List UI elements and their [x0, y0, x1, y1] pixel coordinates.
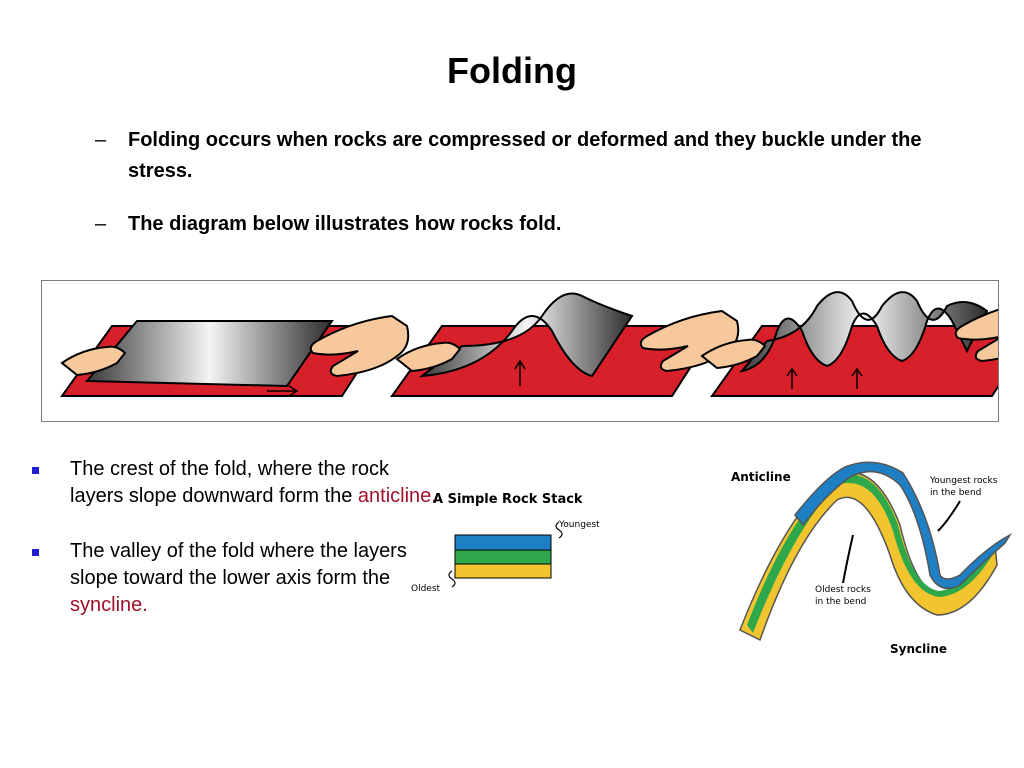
oldest-layer	[454, 563, 552, 579]
bullet-square-icon	[32, 467, 39, 474]
dash-item-text: The diagram below illustrates how rocks …	[128, 213, 562, 235]
youngest-arrow-icon	[937, 500, 961, 532]
folding-sequence-graphic	[60, 291, 998, 397]
arrow-icon	[267, 385, 299, 397]
dash-item: – Folding occurs when rocks are compress…	[95, 125, 975, 187]
anticline-syncline-graphic: Anticline Youngest rocks in the bend Old…	[731, 461, 1013, 656]
slide-title: Folding	[447, 50, 577, 91]
fold-blue-face	[794, 461, 1013, 590]
panel-flat-layers	[60, 314, 410, 397]
left-hand-icon	[60, 345, 127, 377]
bullet-text: The valley of the fold where the layers …	[70, 538, 446, 619]
bullet-square-icon	[32, 549, 39, 556]
squiggle-icon	[448, 570, 456, 588]
arrow-icon	[514, 359, 526, 386]
bullet-text-main: The valley of the fold where the layers …	[70, 540, 407, 589]
panel-single-fold	[390, 292, 740, 397]
rock-stack-title: A Simple Rock Stack	[433, 492, 583, 507]
syncline-label: Syncline	[890, 642, 947, 656]
youngest-rocks-label-line2: in the bend	[930, 488, 981, 498]
panel-multiple-folds	[700, 291, 998, 397]
oldest-rocks-label-line1: Oldest rocks	[815, 585, 871, 595]
bullet-text: The crest of the fold, where the rock la…	[70, 456, 446, 510]
bullet-text-main: The crest of the fold, where the rock la…	[70, 458, 390, 507]
dash-item-text: Folding occurs when rocks are compressed…	[128, 129, 922, 182]
rock-stack-diagram: A Simple Rock Stack Youngest Oldest	[405, 485, 605, 605]
bullet-item: The valley of the fold where the layers …	[26, 538, 446, 619]
dash-list: – Folding occurs when rocks are compress…	[95, 125, 975, 262]
dash-marker: –	[95, 213, 107, 235]
left-hand-icon	[700, 338, 767, 370]
term-anticline: anticline.	[357, 485, 437, 507]
hands-folding-illustration	[41, 280, 999, 422]
dash-marker: –	[95, 129, 107, 151]
youngest-layer	[454, 534, 552, 551]
rock-stack-graphic: A Simple Rock Stack Youngest Oldest	[411, 492, 600, 594]
middle-layer	[454, 549, 552, 565]
left-hand-icon	[395, 341, 462, 373]
term-syncline: syncline.	[70, 594, 148, 616]
youngest-label: Youngest	[558, 520, 600, 530]
dash-item: – The diagram below illustrates how rock…	[95, 209, 975, 240]
arrow-icon	[786, 367, 863, 389]
anticline-label: Anticline	[731, 470, 791, 484]
fold-diagram: Anticline Youngest rocks in the bend Old…	[725, 455, 1020, 665]
oldest-label: Oldest	[411, 584, 441, 594]
youngest-rocks-label-line1: Youngest rocks	[929, 476, 998, 486]
oldest-rocks-label-line2: in the bend	[815, 597, 866, 607]
right-hand-icon	[954, 308, 998, 363]
oldest-arrow-icon	[842, 534, 854, 584]
bullet-item: The crest of the fold, where the rock la…	[26, 456, 446, 510]
bullet-list: The crest of the fold, where the rock la…	[26, 456, 446, 647]
right-hand-icon	[309, 314, 410, 378]
squiggle-icon	[555, 521, 563, 539]
